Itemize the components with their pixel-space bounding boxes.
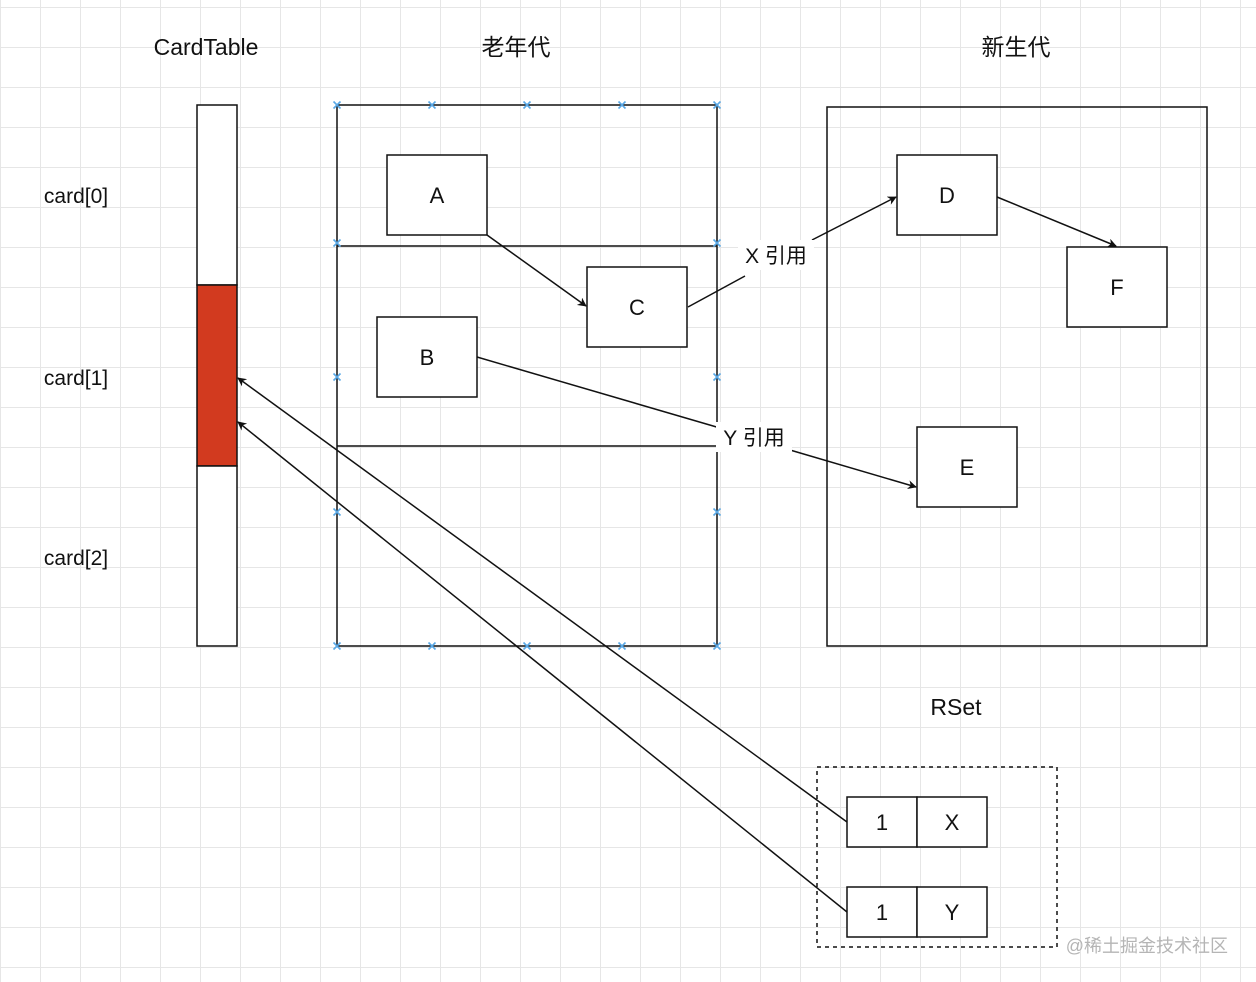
selection-handle-3[interactable]	[617, 100, 627, 110]
object-e: E	[916, 426, 1018, 508]
selection-handle-0[interactable]	[332, 100, 342, 110]
object-d: D	[896, 154, 998, 236]
card-label-1: card[1]	[44, 367, 108, 390]
card-cell-1-dirty	[196, 284, 238, 467]
object-d-label: D	[939, 183, 955, 208]
selection-handle-9[interactable]	[332, 507, 342, 517]
card-cell-0	[196, 104, 238, 286]
object-c-box	[586, 266, 688, 348]
object-e-box	[916, 426, 1018, 508]
rset-y-to-card-1-arrow	[237, 421, 848, 913]
rset-entry-x-ref-cell	[916, 796, 988, 848]
young-generation-heading: 新生代	[982, 34, 1051, 60]
rset-x-to-card-1-arrow	[237, 377, 848, 823]
rset-entry-x: 1 X	[846, 796, 988, 848]
y-ref-label-bg	[716, 422, 792, 452]
selection-handle-5[interactable]	[332, 238, 342, 248]
card-label-0: card[0]	[44, 185, 108, 208]
selection-handle-4[interactable]	[712, 100, 722, 110]
watermark: @稀土掘金技术社区	[1066, 936, 1228, 956]
rset-entry-y-ref: Y	[945, 900, 960, 925]
rset-entry-x-card-cell	[846, 796, 918, 848]
rset-entry-y: 1 Y	[846, 886, 988, 938]
rset-heading: RSet	[930, 694, 982, 720]
card-label-2: card[2]	[44, 547, 108, 570]
object-f-box	[1066, 246, 1168, 328]
object-b-label: B	[420, 345, 435, 370]
edge-d-to-f	[996, 196, 1117, 248]
selection-handle-14[interactable]	[617, 641, 627, 651]
y-reference-label: Y 引用	[723, 427, 784, 450]
object-a-label: A	[430, 183, 445, 208]
object-e-label: E	[960, 455, 975, 480]
rset-container	[816, 766, 1058, 948]
selection-handle-8[interactable]	[712, 372, 722, 382]
edge-b-to-e-start	[476, 356, 721, 429]
edge-c-to-d	[811, 196, 897, 241]
object-d-box	[896, 154, 998, 236]
selection-handle-2[interactable]	[522, 100, 532, 110]
card-table	[196, 104, 238, 647]
rset-entry-y-card-cell	[846, 886, 918, 938]
object-f-label: F	[1110, 275, 1123, 300]
rset-entry-x-ref: X	[945, 810, 960, 835]
edge-c-to-d-start	[687, 275, 746, 308]
x-reference-label: X 引用	[745, 245, 807, 268]
object-b: B	[376, 316, 478, 398]
card-cell-2	[196, 465, 238, 647]
selection-handle-12[interactable]	[427, 641, 437, 651]
selection-handle-1[interactable]	[427, 100, 437, 110]
edge-b-to-e	[789, 449, 917, 490]
selection-handle-13[interactable]	[522, 641, 532, 651]
young-generation-region	[826, 106, 1208, 647]
object-c-label: C	[629, 295, 645, 320]
rset-entry-y-card: 1	[876, 900, 888, 925]
selection-handle-6[interactable]	[712, 238, 722, 248]
cardtable-heading: CardTable	[154, 34, 259, 60]
object-a: A	[386, 154, 488, 236]
selection-handle-11[interactable]	[332, 641, 342, 651]
old-generation-heading: 老年代	[482, 34, 551, 60]
x-ref-label-bg	[738, 240, 814, 270]
selection-handle-15[interactable]	[712, 641, 722, 651]
edge-a-to-c	[486, 234, 587, 307]
object-a-box	[386, 154, 488, 236]
selection-handle-7[interactable]	[332, 372, 342, 382]
rset-entry-y-ref-cell	[916, 886, 988, 938]
selection-handles	[332, 100, 722, 651]
object-f: F	[1066, 246, 1168, 328]
object-c: C	[586, 266, 688, 348]
selection-handle-10[interactable]	[712, 507, 722, 517]
rset-entry-x-card: 1	[876, 810, 888, 835]
